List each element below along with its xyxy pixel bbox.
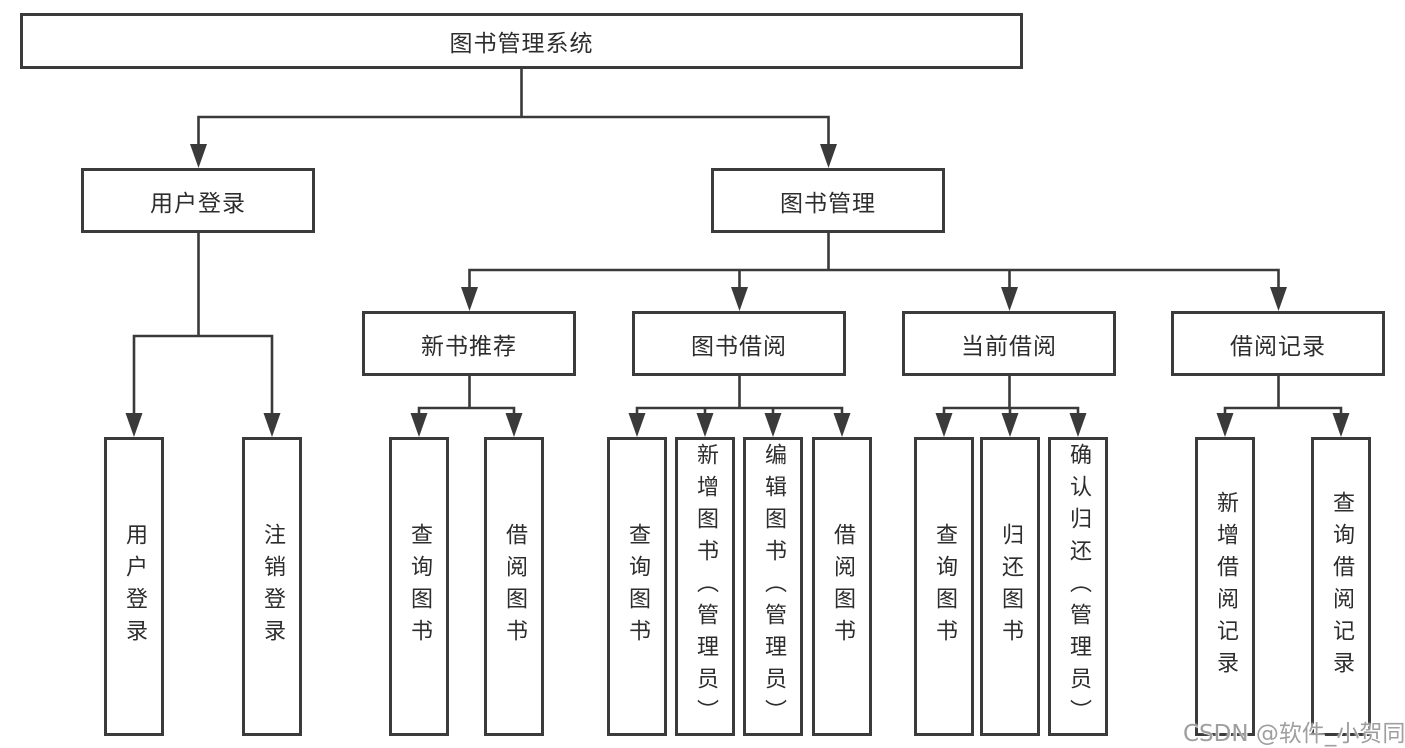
arrowheads: [125, 144, 1350, 437]
node-root: 图书管理系统: [20, 13, 1023, 69]
leaf-user-login: 用户登录: [104, 437, 164, 736]
leaf-query-books-label: 查询图书: [625, 522, 650, 651]
leaf-return-books-label: 归还图书: [998, 522, 1023, 651]
node-book-borrow: 图书借阅: [632, 311, 846, 376]
leaf-query-books-label: 查询图书: [407, 522, 432, 651]
leaf-confirm-return-admin: 确认归还（管理员）: [1048, 437, 1108, 736]
leaf-borrow-books-label: 借阅图书: [502, 522, 527, 651]
leaf-query-borrow-record: 查询借阅记录: [1311, 437, 1371, 736]
node-borrow-records: 借阅记录: [1171, 311, 1385, 376]
node-user-login-label: 用户登录: [150, 190, 246, 217]
leaf-edit-books-admin-label: 编辑图书（管理员）: [761, 442, 786, 731]
leaf-query-books: 查询图书: [389, 437, 449, 736]
leaf-query-books-label: 查询图书: [932, 522, 957, 651]
leaf-logout: 注销登录: [242, 437, 302, 736]
leaf-user-login-label: 用户登录: [122, 522, 147, 651]
leaf-borrow-books: 借阅图书: [484, 437, 544, 736]
leaf-add-books-admin: 新增图书（管理员）: [675, 437, 735, 736]
node-borrow-records-label: 借阅记录: [1230, 333, 1326, 360]
leaf-query-borrow-record-label: 查询借阅记录: [1329, 490, 1354, 683]
node-root-label: 图书管理系统: [449, 31, 594, 57]
node-current-borrow-label: 当前借阅: [961, 333, 1057, 360]
leaf-return-books: 归还图书: [980, 437, 1040, 736]
node-current-borrow: 当前借阅: [902, 311, 1116, 376]
csdn-watermark: CSDN @软件_小贺同学: [1183, 721, 1405, 747]
leaf-logout-label: 注销登录: [260, 522, 285, 651]
leaf-add-books-admin-label: 新增图书（管理员）: [693, 442, 718, 731]
node-book-management-label: 图书管理: [780, 190, 876, 217]
leaf-borrow-books-label: 借阅图书: [830, 522, 855, 651]
node-book-management: 图书管理: [711, 168, 945, 233]
leaf-add-borrow-record-label: 新增借阅记录: [1213, 490, 1238, 683]
node-book-borrow-label: 图书借阅: [691, 333, 787, 360]
leaf-query-books: 查询图书: [914, 437, 974, 736]
node-user-login: 用户登录: [81, 168, 315, 233]
leaf-confirm-return-admin-label: 确认归还（管理员）: [1066, 442, 1091, 731]
leaf-query-books: 查询图书: [607, 437, 667, 736]
leaf-edit-books-admin: 编辑图书（管理员）: [743, 437, 803, 736]
leaf-borrow-books: 借阅图书: [812, 437, 872, 736]
leaf-add-borrow-record: 新增借阅记录: [1195, 437, 1255, 736]
node-new-book-recommend-label: 新书推荐: [421, 333, 517, 360]
node-new-book-recommend: 新书推荐: [362, 311, 576, 376]
